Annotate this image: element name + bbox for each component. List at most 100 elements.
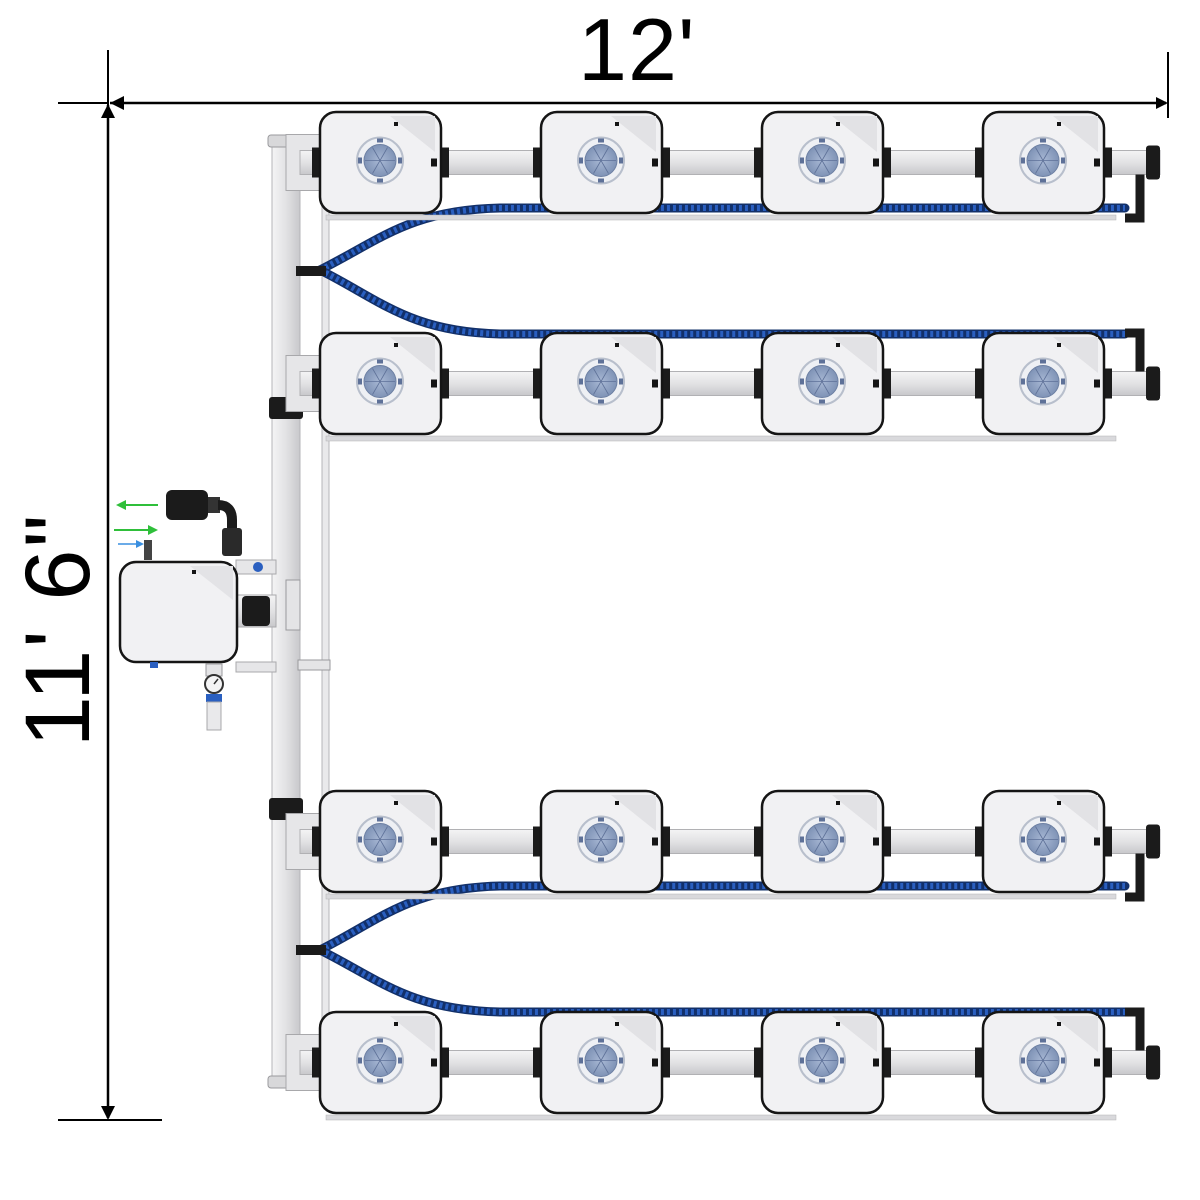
bucket-coupling (662, 368, 670, 399)
bucket-row (285, 328, 1161, 442)
bucket-port (873, 837, 879, 846)
bucket-coupling (1104, 826, 1112, 857)
bucket-shading (832, 795, 877, 831)
net-pot-spoke (1035, 368, 1051, 395)
net-pot-tab (598, 178, 604, 183)
bucket-coupling (975, 147, 983, 178)
net-pot-tab (377, 1078, 383, 1083)
bucket-marker (615, 343, 619, 347)
bucket-shading (1053, 795, 1098, 831)
bucket-coupling (975, 1047, 983, 1078)
net-pot-tab (1061, 378, 1065, 385)
net-pot-spoke (593, 147, 609, 174)
net-pot-tab (598, 399, 604, 404)
bucket-marker (394, 122, 398, 126)
net-pot-tab (358, 1057, 362, 1064)
bucket-coupling (533, 826, 541, 857)
bucket-marker (1057, 122, 1061, 126)
net-pot-tab (377, 178, 383, 183)
net-pot-tab (1061, 836, 1065, 843)
bucket-coupling (533, 1047, 541, 1078)
grow-bucket (981, 110, 1106, 215)
net-pot-tab (1040, 359, 1046, 364)
hose-row-4 (318, 947, 1125, 1015)
net-pot-tab (358, 157, 362, 164)
drain-pipe (235, 661, 277, 673)
row-drain-elbow (1125, 174, 1145, 223)
grow-bucket (318, 110, 443, 215)
bucket-shading (390, 795, 435, 831)
bucket-shading (390, 1016, 435, 1052)
net-pot-tab (1061, 1057, 1065, 1064)
bucket-marker (1057, 1022, 1061, 1026)
control-outlet-coupling (242, 596, 270, 626)
net-pot-tab (1040, 1038, 1046, 1043)
net-pot-spoke (814, 147, 830, 174)
net-pot-spoke (1035, 147, 1051, 174)
bucket-port (873, 158, 879, 167)
grow-bucket (981, 1010, 1106, 1115)
bucket-coupling (975, 826, 983, 857)
net-pot-tab (1040, 1078, 1046, 1083)
bucket-shading (832, 1016, 877, 1052)
net-pot-tab (579, 1057, 583, 1064)
bucket-shading (832, 116, 877, 152)
net-pot-tab (377, 857, 383, 862)
bucket-coupling (662, 147, 670, 178)
net-pot-tab (1021, 836, 1025, 843)
net-pot-tab (800, 836, 804, 843)
bucket-port (652, 837, 658, 846)
net-pot-tab (819, 399, 825, 404)
bucket-coupling (883, 368, 891, 399)
height-dimension-label: 11' 6" (7, 512, 109, 748)
net-pot-tab (819, 857, 825, 862)
row-drain-elbow (1125, 1007, 1145, 1051)
valve-icon[interactable] (253, 562, 263, 572)
bucket-coupling (312, 826, 320, 857)
bucket-shading (1053, 116, 1098, 152)
hose-splitter-lower (296, 945, 326, 955)
net-pot-tab (800, 157, 804, 164)
grow-bucket (539, 789, 664, 894)
net-pot-tab (800, 1057, 804, 1064)
net-pot-spoke (814, 368, 830, 395)
grow-bucket (760, 789, 885, 894)
bucket-shading (1053, 337, 1098, 373)
width-dimension-label: 12' (578, 0, 696, 99)
reservoir-lid-shading (190, 566, 233, 600)
bucket-port (873, 379, 879, 388)
net-pot-tab (398, 157, 402, 164)
bucket-port (1094, 837, 1100, 846)
bucket-row (285, 1007, 1161, 1121)
bucket-coupling (883, 1047, 891, 1078)
check-valve (222, 528, 242, 556)
bucket-port (652, 1058, 658, 1067)
bucket-coupling (754, 826, 762, 857)
hose-row-2 (318, 267, 1125, 337)
net-pot-tab (598, 1038, 604, 1043)
height-arrow-top (101, 104, 115, 118)
bucket-port (431, 158, 437, 167)
net-pot-tab (1021, 378, 1025, 385)
bucket-marker (836, 801, 840, 805)
bucket-marker (394, 343, 398, 347)
bucket-port (652, 379, 658, 388)
bucket-coupling (662, 1047, 670, 1078)
row-rail (325, 1114, 1117, 1121)
net-pot-tab (619, 1057, 623, 1064)
net-pot-tab (377, 138, 383, 143)
net-pot-spoke (1035, 826, 1051, 853)
drain-valve-icon[interactable] (206, 694, 222, 702)
net-pot-tab (598, 1078, 604, 1083)
net-pot-tab (1021, 157, 1025, 164)
bucket-coupling (754, 147, 762, 178)
hose-row-3 (318, 883, 1125, 953)
bucket-coupling (975, 368, 983, 399)
bucket-row (285, 789, 1161, 902)
control-reservoir (118, 560, 239, 664)
bucket-coupling (754, 368, 762, 399)
net-pot-tab (1040, 138, 1046, 143)
control-unit (114, 490, 277, 731)
net-pot-tab (377, 817, 383, 822)
